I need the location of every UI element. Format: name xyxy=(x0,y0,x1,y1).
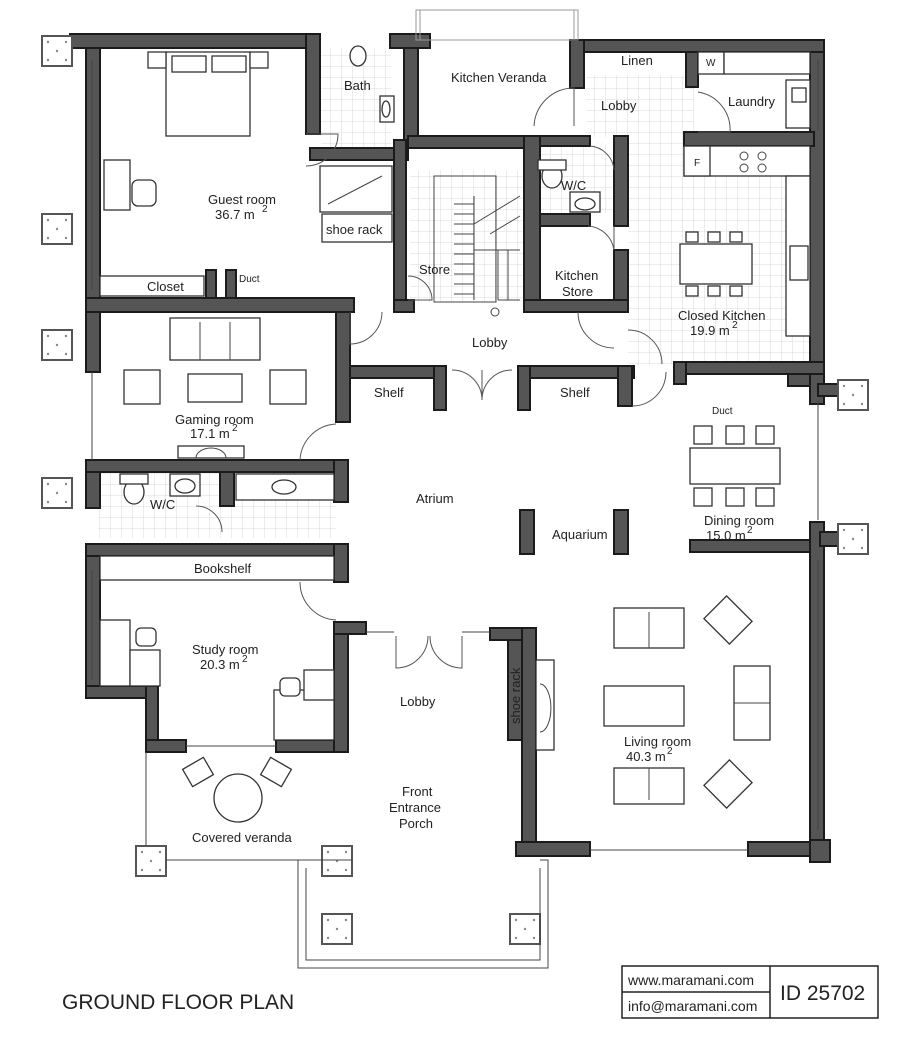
gaming-room-area: 17.1 m xyxy=(190,426,230,441)
guest-room-area: 36.7 m xyxy=(215,207,255,222)
front-entrance-label-2: Entrance xyxy=(389,800,441,815)
laundry-fixtures xyxy=(697,51,811,129)
fridge-label: F xyxy=(694,158,700,169)
linen-label: Linen xyxy=(621,53,653,68)
veranda-furniture xyxy=(181,756,293,823)
room-labels: Guest room 36.7 m 2 Bath shoe rack Close… xyxy=(147,53,775,845)
study-room-area: 20.3 m xyxy=(200,657,240,672)
washer-label: W xyxy=(706,58,716,69)
wc-left-fixtures xyxy=(119,473,335,505)
aquarium-label: Aquarium xyxy=(552,527,608,542)
shelf-left-label: Shelf xyxy=(374,385,404,400)
gaming-room-furniture xyxy=(123,317,307,459)
dining-furniture xyxy=(689,425,781,507)
dining-room-area-sup: 2 xyxy=(747,525,753,536)
gaming-room-area-sup: 2 xyxy=(232,423,238,434)
study-room-area-sup: 2 xyxy=(242,654,248,665)
living-room-area-sup: 2 xyxy=(667,746,673,757)
plan-title: GROUND FLOOR PLAN xyxy=(62,991,294,1014)
guest-room-area-sup: 2 xyxy=(262,204,268,215)
dining-room-label: Dining room xyxy=(704,513,774,528)
shoe-rack-vertical-label: shoe rack xyxy=(508,667,523,724)
kitchen-fixtures xyxy=(679,145,811,337)
front-entrance-label-3: Porch xyxy=(399,816,433,831)
wc-left-label: W/C xyxy=(150,497,175,512)
contact-box: www.maramani.com info@maramani.com ID 25… xyxy=(621,965,879,1019)
bath-label: Bath xyxy=(344,78,371,93)
dining-room-area: 15.0 m xyxy=(706,528,746,543)
website-text: www.maramani.com xyxy=(627,972,754,988)
closed-kitchen-label: Closed Kitchen xyxy=(678,308,765,323)
lobby-top-label: Lobby xyxy=(601,98,637,113)
living-room-label: Living room xyxy=(624,734,691,749)
shoe-rack-top-label: shoe rack xyxy=(326,222,383,237)
kitchen-veranda-label: Kitchen Veranda xyxy=(451,70,547,85)
front-entrance-label-1: Front xyxy=(402,784,433,799)
wc-top-label: W/C xyxy=(561,178,586,193)
shelf-right-label: Shelf xyxy=(560,385,590,400)
lobby-bottom-label: Lobby xyxy=(400,694,436,709)
store-label: Store xyxy=(419,262,450,277)
duct-top-label: Duct xyxy=(239,274,260,285)
closed-kitchen-area: 19.9 m xyxy=(690,323,730,338)
email-text: info@maramani.com xyxy=(628,998,757,1014)
study-room-furniture xyxy=(99,555,335,741)
closet-label: Closet xyxy=(147,279,184,294)
closed-kitchen-area-sup: 2 xyxy=(732,320,738,331)
laundry-label: Laundry xyxy=(728,94,775,109)
staircase xyxy=(433,175,521,317)
study-room-label: Study room xyxy=(192,642,258,657)
kitchen-store-label-1: Kitchen xyxy=(555,268,598,283)
tiled-floors xyxy=(98,48,810,538)
gaming-room-label: Gaming room xyxy=(175,412,254,427)
guest-room-label: Guest room xyxy=(208,192,276,207)
plan-id: ID 25702 xyxy=(780,982,865,1005)
veranda-outlines xyxy=(145,752,549,969)
windows xyxy=(91,9,819,851)
lobby-mid-label: Lobby xyxy=(472,335,508,350)
living-room-area: 40.3 m xyxy=(626,749,666,764)
kitchen-store-label-2: Store xyxy=(562,284,593,299)
doors xyxy=(195,87,731,669)
duct-right-label: Duct xyxy=(712,406,733,417)
guest-room-furniture xyxy=(99,51,269,297)
wc-top-fixtures xyxy=(537,159,601,213)
living-room-furniture xyxy=(535,595,771,809)
walls xyxy=(69,33,841,863)
atrium-label: Atrium xyxy=(416,491,454,506)
bookshelf-label: Bookshelf xyxy=(194,561,251,576)
bath-fixtures xyxy=(319,45,395,243)
covered-veranda-label: Covered veranda xyxy=(192,830,292,845)
